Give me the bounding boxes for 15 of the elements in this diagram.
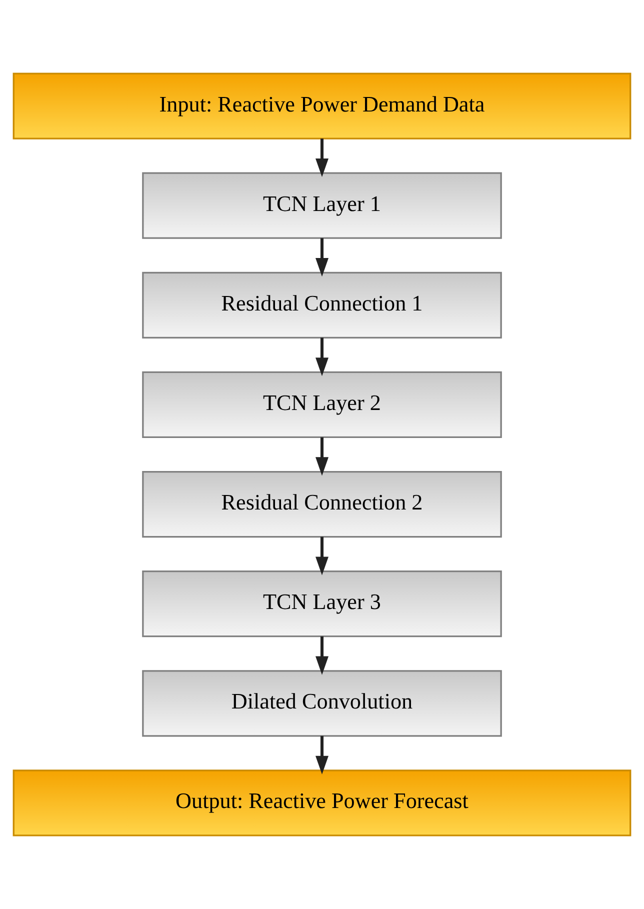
arrow xyxy=(316,636,328,675)
node-box: TCN Layer 2 xyxy=(142,371,502,438)
arrow xyxy=(316,736,328,774)
arrow xyxy=(316,437,328,476)
node-box: Residual Connection 1 xyxy=(142,272,502,338)
arrow xyxy=(316,138,328,178)
node-box: Input: Reactive Power Demand Data xyxy=(12,72,632,140)
node-box: Dilated Convolution xyxy=(142,670,502,737)
node-box: Output: Reactive Power Forecast xyxy=(12,770,632,836)
node-box: Residual Connection 2 xyxy=(142,470,502,538)
arrow xyxy=(316,338,328,376)
node-box: TCN Layer 1 xyxy=(142,172,502,239)
arrow xyxy=(316,536,328,576)
node-box: TCN Layer 3 xyxy=(142,570,502,638)
arrow xyxy=(316,238,328,277)
